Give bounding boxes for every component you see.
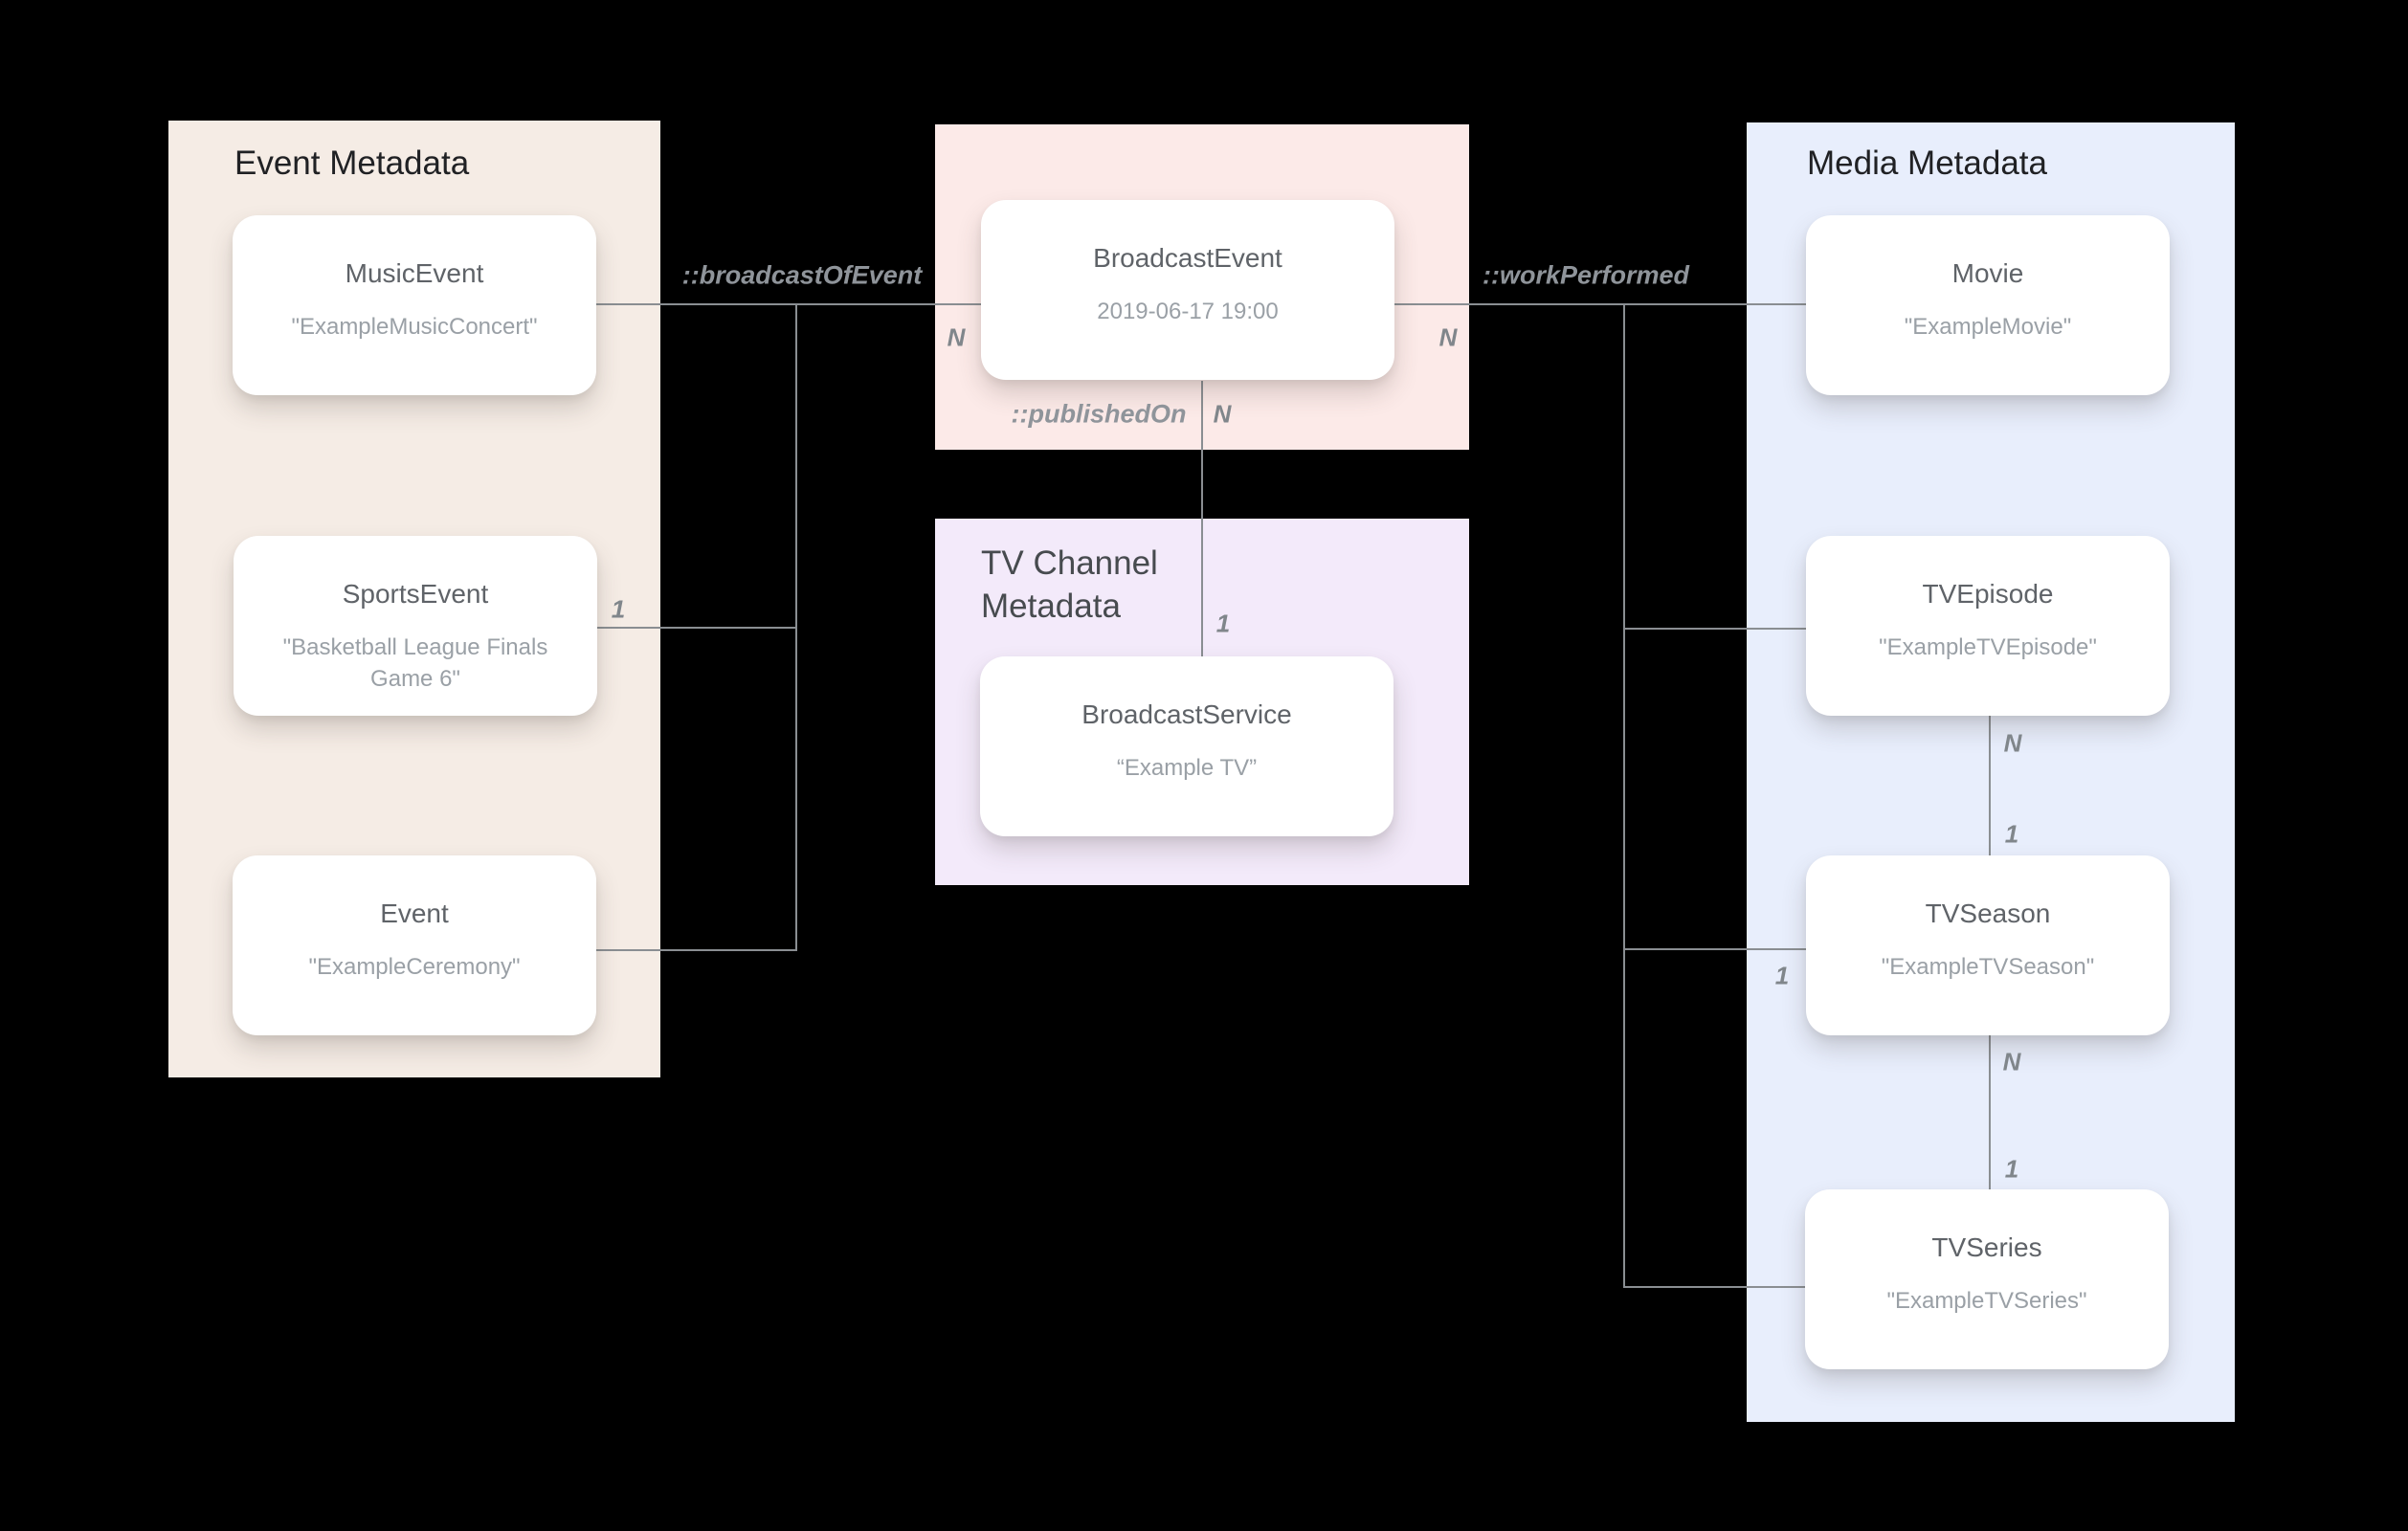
cardinality-n-broadcastevent-right: N bbox=[1438, 322, 1458, 352]
node-movie-value: "ExampleMovie" bbox=[1904, 314, 2072, 340]
node-sports-event: SportsEvent "Basketball League Finals Ga… bbox=[234, 536, 597, 716]
connector-tvepisode-branch bbox=[1623, 628, 1806, 630]
node-broadcast-event-value: 2019-06-17 19:00 bbox=[1097, 299, 1279, 324]
node-movie: Movie "ExampleMovie" bbox=[1806, 215, 2170, 395]
node-tv-series: TVSeries "ExampleTVSeries" bbox=[1805, 1189, 2169, 1369]
cardinality-one-sportsevent: 1 bbox=[611, 594, 626, 624]
media-metadata-title: Media Metadata bbox=[1807, 144, 2047, 182]
node-sports-event-value: "Basketball League Finals Game 6" bbox=[282, 634, 548, 692]
node-tv-episode: TVEpisode "ExampleTVEpisode" bbox=[1806, 536, 2170, 716]
node-sports-event-title: SportsEvent bbox=[342, 579, 489, 609]
node-tv-season: TVSeason "ExampleTVSeason" bbox=[1806, 855, 2170, 1035]
node-broadcast-service-title: BroadcastService bbox=[1081, 699, 1292, 729]
node-music-event-value: "ExampleMusicConcert" bbox=[291, 314, 538, 340]
edge-label-broadcast-of-event: ::broadcastOfEvent bbox=[681, 260, 923, 290]
connector-broadcastevent-movie bbox=[1394, 303, 1806, 305]
cardinality-n-episode-season: N bbox=[2003, 728, 2022, 758]
event-metadata-title: Event Metadata bbox=[234, 144, 470, 182]
node-broadcast-service: BroadcastService “Example TV” bbox=[980, 656, 1394, 836]
cardinality-one-season-series: 1 bbox=[2004, 1154, 2019, 1184]
cardinality-n-broadcastevent-left: N bbox=[947, 322, 966, 352]
cardinality-one-tvseason-left: 1 bbox=[1774, 961, 1790, 990]
node-event-value: "ExampleCeremony" bbox=[308, 954, 521, 980]
edge-label-work-performed: ::workPerformed bbox=[1482, 260, 1690, 290]
node-tv-episode-title: TVEpisode bbox=[1922, 579, 2054, 609]
edge-label-published-on: ::publishedOn bbox=[1011, 399, 1187, 429]
connector-sportsevent-branch bbox=[596, 627, 796, 629]
connector-event-branch bbox=[596, 949, 796, 951]
node-movie-title: Movie bbox=[1951, 258, 2024, 288]
connector-musicevent-broadcastevent bbox=[596, 303, 981, 305]
node-broadcast-event: BroadcastEvent 2019-06-17 19:00 bbox=[981, 200, 1394, 380]
connector-tvseries-branch bbox=[1623, 1286, 1806, 1288]
node-event: Event "ExampleCeremony" bbox=[233, 855, 596, 1035]
node-event-title: Event bbox=[380, 899, 449, 928]
node-tv-season-value: "ExampleTVSeason" bbox=[1881, 954, 2095, 980]
cardinality-one-broadcast-service: 1 bbox=[1215, 609, 1231, 638]
node-tv-series-title: TVSeries bbox=[1931, 1232, 2042, 1262]
node-tv-episode-value: "ExampleTVEpisode" bbox=[1879, 634, 2097, 660]
connector-broadcastevent-broadcastservice bbox=[1201, 381, 1203, 657]
node-tv-series-value: "ExampleTVSeries" bbox=[1886, 1288, 2087, 1314]
connector-tvseason-branch bbox=[1623, 948, 1806, 950]
node-broadcast-event-title: BroadcastEvent bbox=[1093, 243, 1282, 273]
node-music-event-title: MusicEvent bbox=[345, 258, 484, 288]
cardinality-one-episode-season: 1 bbox=[2004, 819, 2019, 849]
cardinality-n-season-series: N bbox=[2002, 1047, 2021, 1076]
tv-channel-metadata-title: TV Channel Metadata bbox=[981, 544, 1158, 625]
cardinality-n-published-on: N bbox=[1213, 399, 1232, 429]
connector-tvseason-tvseries bbox=[1989, 1034, 1991, 1189]
connector-right-bus bbox=[1623, 303, 1625, 1287]
connector-left-bus bbox=[795, 303, 797, 951]
connector-tvepisode-tvseason bbox=[1989, 715, 1991, 856]
node-music-event: MusicEvent "ExampleMusicConcert" bbox=[233, 215, 596, 395]
node-broadcast-service-value: “Example TV” bbox=[1116, 755, 1258, 781]
node-tv-season-title: TVSeason bbox=[1925, 899, 2051, 928]
